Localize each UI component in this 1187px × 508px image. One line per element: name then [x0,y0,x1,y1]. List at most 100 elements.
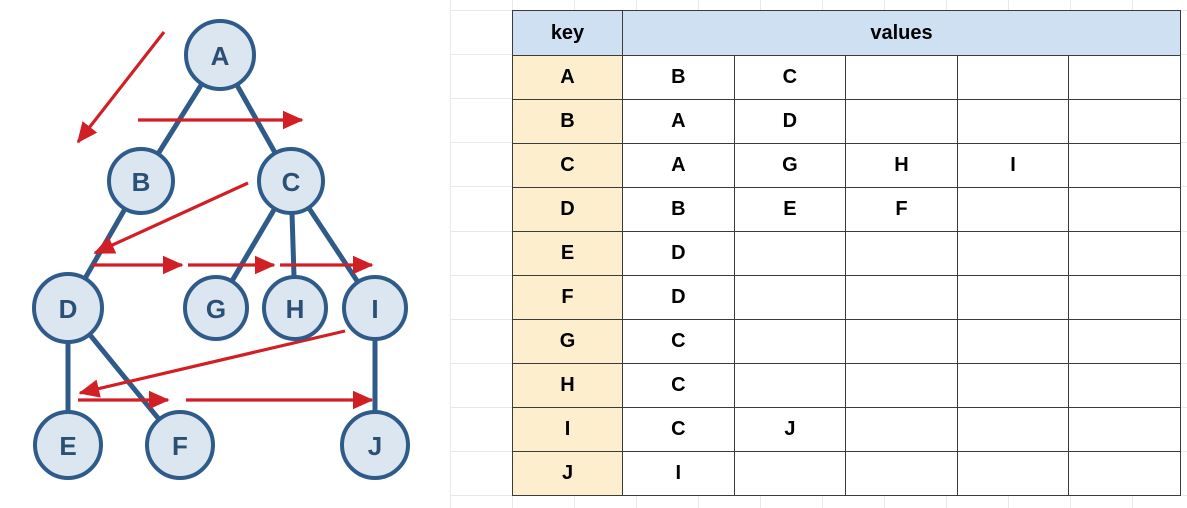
value-cell-i-5[interactable] [1068,407,1182,452]
value-cell-c-3[interactable]: H [845,143,958,188]
value-cell-e-1[interactable]: D [622,231,735,276]
value-cell-d-1[interactable]: B [622,187,735,232]
value-cell-g-3[interactable] [845,319,958,364]
key-cell-e[interactable]: E [512,231,623,276]
value-cell-d-2[interactable]: E [733,187,847,232]
value-cell-g-5[interactable] [1068,319,1182,364]
value-cell-h-4[interactable] [956,363,1070,408]
value-cell-a-2[interactable]: C [733,55,847,100]
value-cell-b-2[interactable]: D [733,99,847,144]
key-cell-h[interactable]: H [512,363,623,408]
value-cell-c-1[interactable]: A [622,143,735,188]
value-cell-i-2[interactable]: J [733,407,847,452]
graph-node-j[interactable]: J [340,410,410,480]
node-label-c: C [282,167,301,197]
graph-edge-b-d [81,205,129,282]
value-cell-j-5[interactable] [1068,451,1182,496]
value-cell-d-4[interactable] [956,187,1070,232]
value-cell-e-4[interactable] [956,231,1070,276]
value-cell-a-4[interactable] [956,55,1070,100]
key-cell-d[interactable]: D [512,187,623,232]
graph-edge-d-f [86,331,163,423]
node-circle-a [184,19,256,91]
value-cell-h-2[interactable] [733,363,847,408]
value-cell-i-3[interactable] [845,407,958,452]
graph-node-i[interactable]: I [342,275,408,341]
node-label-b: B [132,167,151,197]
key-cell-i[interactable]: I [512,407,623,452]
value-cell-b-4[interactable] [956,99,1070,144]
node-label-f: F [172,431,188,461]
arrow-I-to-E [78,329,346,398]
value-cell-f-5[interactable] [1068,275,1182,320]
value-cell-e-3[interactable] [845,231,958,276]
graph-node-e[interactable]: E [33,410,103,480]
value-cell-b-5[interactable] [1068,99,1182,144]
graph-node-a[interactable]: A [184,19,256,91]
value-cell-i-1[interactable]: C [622,407,735,452]
graph-node-g[interactable]: G [183,275,249,341]
node-label-i: I [371,294,378,324]
value-cell-b-1[interactable]: A [622,99,735,144]
value-cell-j-2[interactable] [733,451,847,496]
value-cell-g-1[interactable]: C [622,319,735,364]
value-cell-h-3[interactable] [845,363,958,408]
node-label-d: D [59,294,78,324]
graph-node-d[interactable]: D [32,272,104,344]
value-cell-d-3[interactable]: F [845,187,958,232]
value-cell-f-1[interactable]: D [622,275,735,320]
value-cell-c-5[interactable] [1068,143,1182,188]
value-cell-h-1[interactable]: C [622,363,735,408]
node-label-j: J [368,431,382,461]
key-cell-a[interactable]: A [512,55,623,100]
key-cell-c[interactable]: C [512,143,623,188]
value-cell-j-4[interactable] [956,451,1070,496]
value-cell-j-1[interactable]: I [622,451,735,496]
graph-edges-layer [65,80,378,423]
value-cell-h-5[interactable] [1068,363,1182,408]
graph-node-h[interactable]: H [262,275,328,341]
graph-node-b[interactable]: B [107,147,175,215]
value-cell-i-4[interactable] [956,407,1070,452]
value-cell-f-4[interactable] [956,275,1070,320]
column-header-key: key [512,10,623,56]
graph-node-f[interactable]: F [145,410,215,480]
value-cell-c-4[interactable]: I [956,143,1070,188]
node-circle-g [183,275,249,341]
node-circle-c [257,147,325,215]
key-cell-b[interactable]: B [512,99,623,144]
value-cell-c-2[interactable]: G [733,143,847,188]
node-circle-d [32,272,104,344]
value-cell-a-5[interactable] [1068,55,1182,100]
value-cell-d-5[interactable] [1068,187,1182,232]
value-cell-f-2[interactable] [733,275,847,320]
value-cell-j-3[interactable] [845,451,958,496]
graph-edge-c-g [228,205,278,285]
value-cell-b-3[interactable] [845,99,958,144]
graph-node-c[interactable]: C [257,147,325,215]
key-cell-g[interactable]: G [512,319,623,364]
value-cell-a-1[interactable]: B [622,55,735,100]
graph-edge-c-i [305,204,361,286]
value-cell-a-3[interactable] [845,55,958,100]
value-cell-e-2[interactable] [733,231,847,276]
key-cell-j[interactable]: J [512,451,623,496]
value-cell-g-2[interactable] [733,319,847,364]
key-cell-f[interactable]: F [512,275,623,320]
value-cell-g-4[interactable] [956,319,1070,364]
value-cell-e-5[interactable] [1068,231,1182,276]
arrow-into-A [76,31,166,144]
value-cell-f-3[interactable] [845,275,958,320]
